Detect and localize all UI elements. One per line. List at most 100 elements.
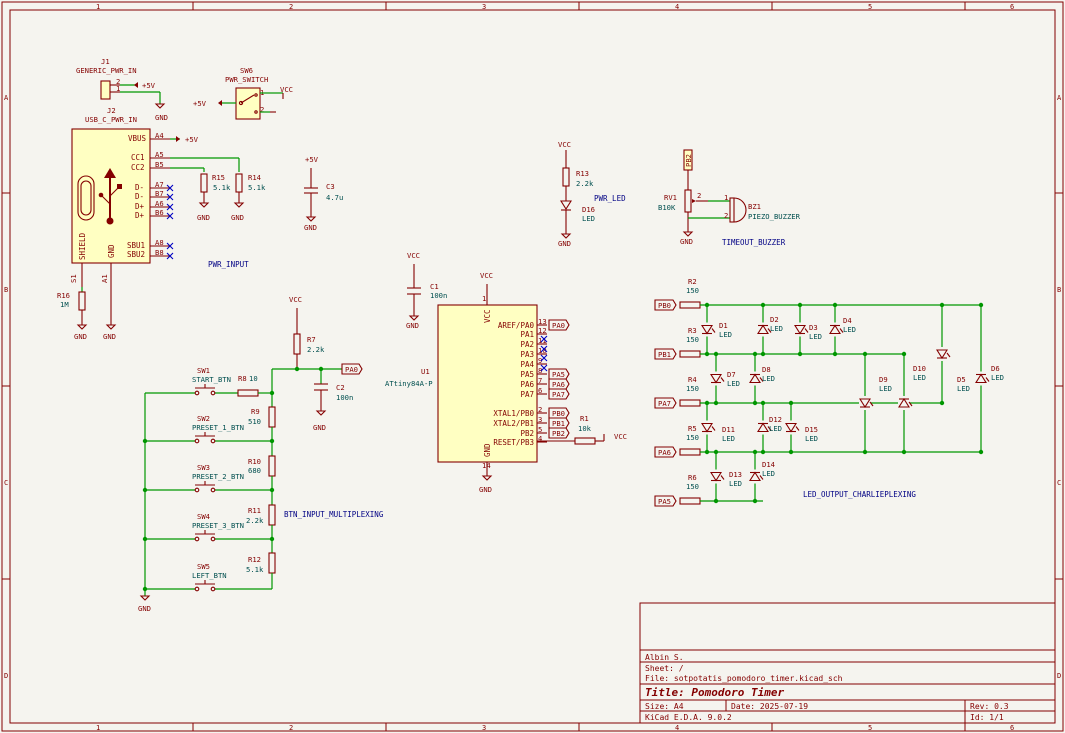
svg-text:5.1k: 5.1k xyxy=(246,565,264,574)
svg-text:PB0: PB0 xyxy=(658,301,671,310)
u1-pin-number: 4 xyxy=(538,434,542,443)
svg-text:PB2: PB2 xyxy=(552,429,565,438)
row-markers: A B C D A B C D xyxy=(2,94,1063,680)
c1-decoupling-capacitor: VCC C1 100n GND xyxy=(406,251,447,330)
net-label-pb1: PB1 xyxy=(548,417,570,429)
svg-text:SW5: SW5 xyxy=(197,562,210,571)
net-label-pb1-led: PB1 xyxy=(654,348,677,360)
svg-text:PB2: PB2 xyxy=(684,154,693,167)
timeout-buzzer-section: PB2 2 RV1 B10K GND 12 BZ1 PIEZO_BUZZER xyxy=(658,149,801,246)
u1-pin-name: PB2 xyxy=(520,429,534,438)
svg-text:R4: R4 xyxy=(688,375,697,384)
svg-text:GND: GND xyxy=(138,604,151,613)
svg-text:GND: GND xyxy=(103,332,116,341)
svg-text:R12: R12 xyxy=(248,555,261,564)
u1-pin-name: PA2 xyxy=(520,340,534,349)
svg-text:J2: J2 xyxy=(107,106,116,115)
svg-text:D4: D4 xyxy=(843,316,852,325)
svg-text:2: 2 xyxy=(260,105,264,114)
r15-cc-resistor: R15 5.1k GND xyxy=(197,173,231,222)
svg-text:LED: LED xyxy=(722,434,735,443)
svg-text:10k: 10k xyxy=(578,424,592,433)
column-markers: 1 2 3 4 5 6 1 2 3 4 5 6 xyxy=(96,2,1014,732)
svg-text:PIEZO_BUZZER: PIEZO_BUZZER xyxy=(748,212,801,221)
svg-text:R8: R8 xyxy=(238,374,247,383)
gnd-symbol-j1: GND xyxy=(154,103,168,122)
net-label-pa6-led: PA6 xyxy=(654,446,677,458)
svg-text:LED: LED xyxy=(879,384,892,393)
net-label-pa0: PA0 xyxy=(548,319,570,331)
u1-pin-number: 9 xyxy=(538,356,542,365)
svg-text:D14: D14 xyxy=(762,460,775,469)
svg-text:A1: A1 xyxy=(100,274,109,283)
svg-text:RV1: RV1 xyxy=(664,193,677,202)
svg-text:GND: GND xyxy=(107,244,116,258)
u1-pin-number: 5 xyxy=(538,425,542,434)
net-label-pb2: PB2 xyxy=(548,427,570,439)
tb-company: Albin S. xyxy=(645,653,684,662)
svg-text:R13: R13 xyxy=(576,169,589,178)
svg-text:LED: LED xyxy=(762,374,775,383)
svg-text:150: 150 xyxy=(686,433,699,442)
svg-text:680: 680 xyxy=(248,466,261,475)
svg-text:R11: R11 xyxy=(248,506,261,515)
svg-text:PB1: PB1 xyxy=(658,350,671,359)
svg-text:S1: S1 xyxy=(69,274,78,283)
svg-text:VCC: VCC xyxy=(614,432,627,441)
svg-text:2: 2 xyxy=(116,77,120,86)
col-3-bottom: 3 xyxy=(482,724,486,732)
svg-text:PRESET_3_BTN: PRESET_3_BTN xyxy=(192,521,244,530)
row-a-left: A xyxy=(4,94,9,102)
svg-text:+5V: +5V xyxy=(142,81,156,90)
svg-text:D+: D+ xyxy=(135,211,145,220)
col-5-bottom: 5 xyxy=(868,724,872,732)
svg-text:A8: A8 xyxy=(155,238,164,247)
svg-text:14: 14 xyxy=(482,461,491,470)
u1-pin-number: 3 xyxy=(538,415,542,424)
svg-text:D6: D6 xyxy=(991,364,1000,373)
net-label-pa0-btn: PA0 xyxy=(341,363,363,375)
svg-text:LED: LED xyxy=(719,330,732,339)
svg-text:C2: C2 xyxy=(336,383,345,392)
svg-text:D3: D3 xyxy=(809,323,818,332)
svg-text:LED: LED xyxy=(769,424,782,433)
svg-text:150: 150 xyxy=(686,335,699,344)
plus5v-symbol-vbus: +5V xyxy=(176,135,199,144)
svg-text:4.7u: 4.7u xyxy=(326,193,343,202)
svg-text:D10: D10 xyxy=(913,364,926,373)
svg-text:PB1: PB1 xyxy=(552,419,565,428)
u1-pin-number: 8 xyxy=(538,366,542,375)
svg-text:B5: B5 xyxy=(155,160,164,169)
svg-text:R6: R6 xyxy=(688,473,697,482)
col-4-bottom: 4 xyxy=(675,724,679,732)
svg-text:R7: R7 xyxy=(307,335,316,344)
u1-right-nets: PA0 PA5 PA6 PA7 PB0 PB1 PB2 R1 10k VCC xyxy=(537,319,627,445)
svg-text:R5: R5 xyxy=(688,424,697,433)
svg-text:R2: R2 xyxy=(688,277,697,286)
col-5-top: 5 xyxy=(868,3,872,11)
svg-text:D11: D11 xyxy=(722,425,735,434)
svg-text:PRESET_1_BTN: PRESET_1_BTN xyxy=(192,423,244,432)
net-label-pa7-led: PA7 xyxy=(654,397,677,409)
svg-text:GND: GND xyxy=(74,332,87,341)
svg-text:2.2k: 2.2k xyxy=(576,179,594,188)
svg-text:A4: A4 xyxy=(155,131,164,140)
usb-c-port-icon xyxy=(77,175,95,221)
svg-text:VCC: VCC xyxy=(483,309,492,323)
svg-text:B7: B7 xyxy=(155,189,164,198)
label-pwr-input: PWR_INPUT xyxy=(208,260,249,269)
svg-text:A5: A5 xyxy=(155,150,164,159)
svg-text:1: 1 xyxy=(116,84,120,93)
svg-text:B8: B8 xyxy=(155,248,164,257)
svg-text:B10K: B10K xyxy=(658,203,676,212)
